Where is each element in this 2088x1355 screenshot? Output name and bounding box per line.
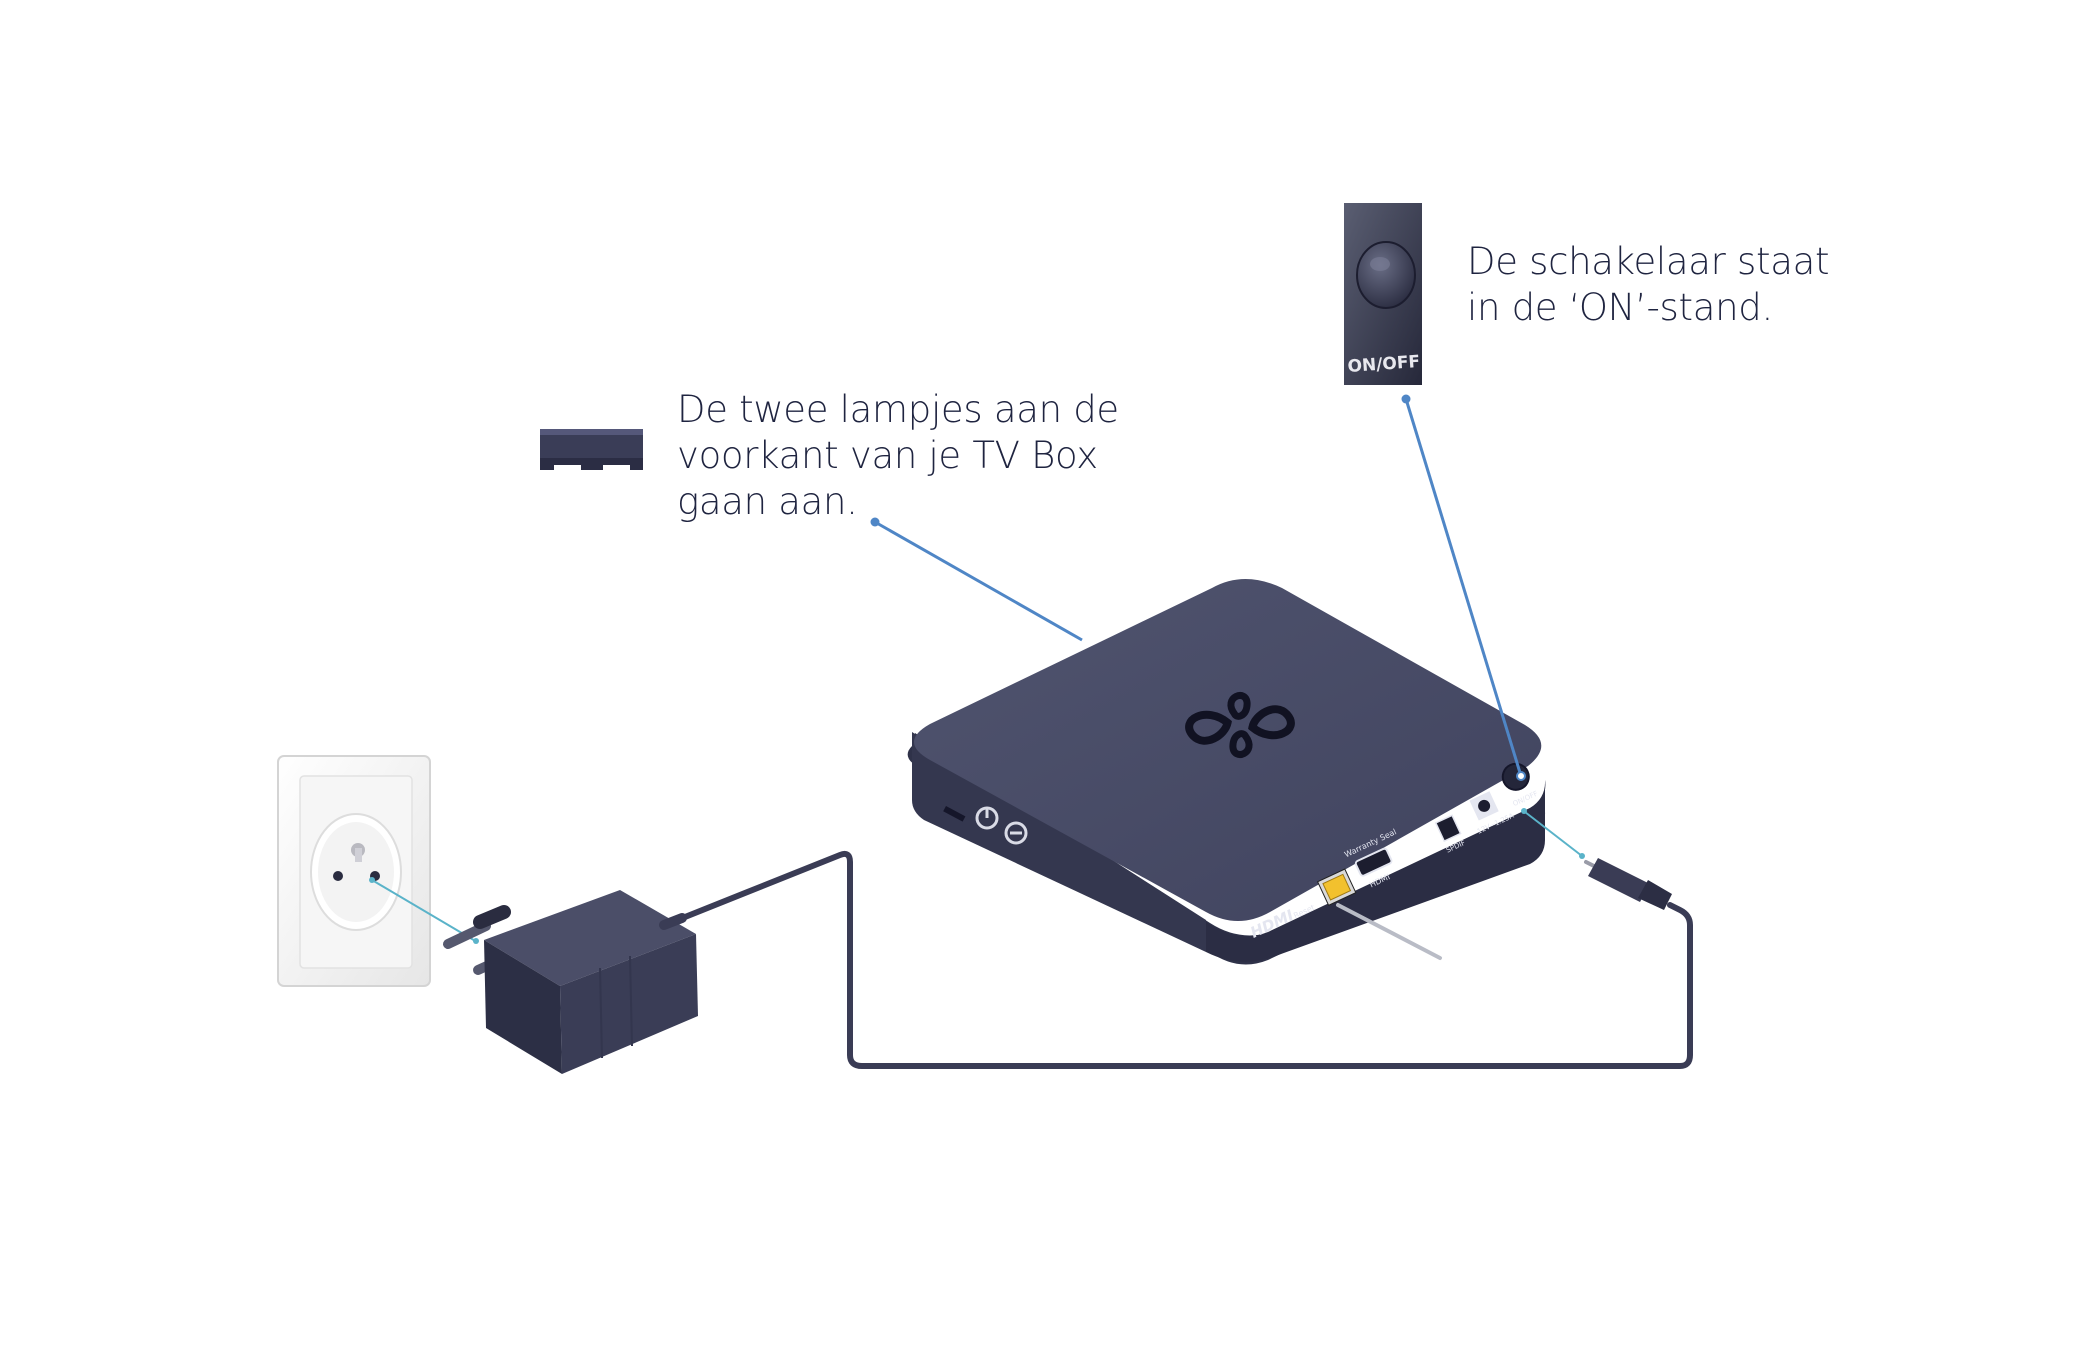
switch-caption: De schakelaar staat in de ‘ON’-stand. xyxy=(1467,240,1830,329)
on-off-switch xyxy=(1501,762,1530,791)
power-icon xyxy=(975,806,999,830)
ethernet-plug xyxy=(1322,873,1352,901)
plug-alignment-guide xyxy=(1524,811,1583,857)
wall-socket xyxy=(277,755,431,987)
tv-box: HDMI Reset Warranty Seal HDMI SPDIF 12V⎓… xyxy=(907,579,1546,965)
knot-logo-icon xyxy=(1185,692,1295,758)
switch-inset: ON/OFF xyxy=(1344,203,1422,385)
spdif-port xyxy=(1434,814,1462,843)
switch-callout-line xyxy=(1404,398,1523,777)
power-cable xyxy=(662,850,1693,1069)
led-indicator-icon xyxy=(540,429,643,470)
ethernet-cable xyxy=(1336,903,1442,960)
socket-alignment-guide xyxy=(371,879,478,943)
hdmi-port xyxy=(1354,847,1393,877)
dc-plug xyxy=(1584,858,1672,910)
leds-callout-line xyxy=(874,520,1083,642)
power-adapter xyxy=(443,890,698,1074)
leds-caption: De twee lampjes aan de voorkant van je T… xyxy=(677,388,1119,523)
